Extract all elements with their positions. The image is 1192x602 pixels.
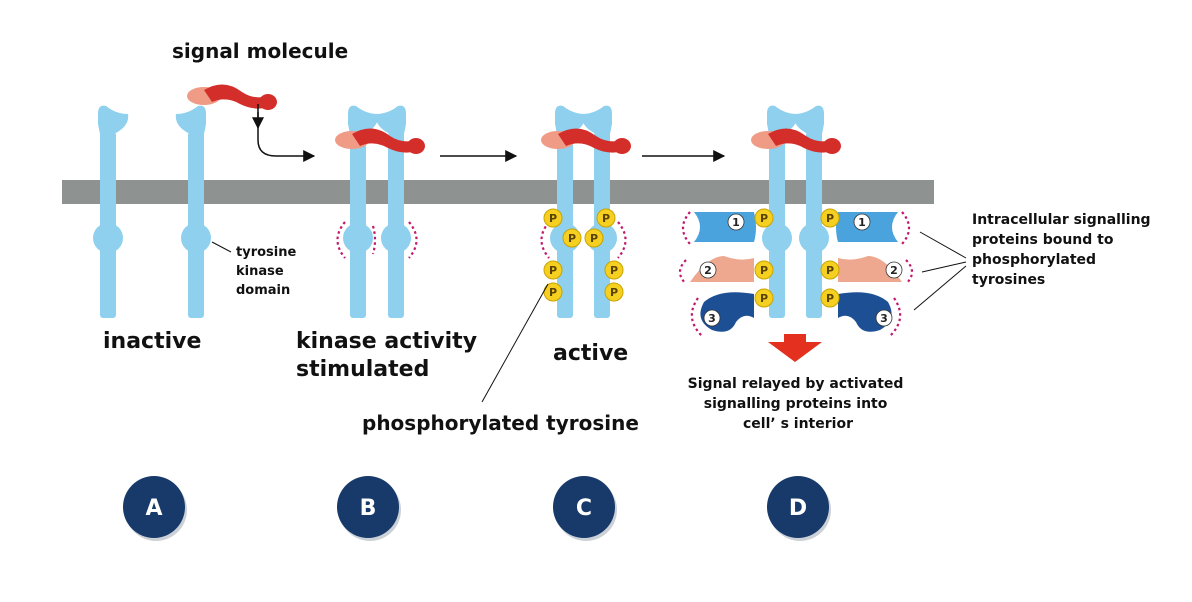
activity-halo-c-left: [540, 221, 550, 259]
svg-text:1: 1: [732, 216, 740, 229]
phosphate-d-1: P: [754, 208, 774, 228]
svg-text:1: 1: [858, 216, 866, 229]
protein-number-5: 3: [703, 309, 721, 327]
protein-number-4: 2: [885, 261, 903, 279]
phosphate-c-4: P: [584, 228, 604, 248]
intracellular-signalling-label: Intracellular signalling proteins bound …: [972, 212, 1155, 288]
signalling-protein-numbers: 1 1 2 2 3 3: [699, 213, 903, 327]
protein-number-1: 1: [727, 213, 745, 231]
svg-text:P: P: [549, 286, 557, 299]
activity-halo-d-1r: [901, 211, 911, 245]
phosphate-d-6: P: [820, 288, 840, 308]
phosphate-d-3: P: [754, 260, 774, 280]
bound-signal-molecule-b: [335, 128, 425, 154]
svg-text:A: A: [145, 496, 162, 521]
svg-text:P: P: [610, 264, 618, 277]
svg-text:3: 3: [708, 312, 716, 325]
kinase-domain-pointer: [211, 241, 232, 253]
svg-text:2: 2: [704, 264, 712, 277]
activity-halo-d-1l: [681, 211, 691, 245]
protein-number-2: 1: [853, 213, 871, 231]
svg-text:3: 3: [880, 312, 888, 325]
panel-marker-b: B: [337, 476, 401, 541]
svg-text:P: P: [760, 212, 768, 225]
phosphorylated-tyrosine-pointer: [481, 283, 549, 403]
phosphate-d-5: P: [754, 288, 774, 308]
cell-membrane: [62, 180, 934, 204]
activity-halo-d-2r: [905, 259, 914, 285]
svg-text:B: B: [360, 496, 377, 521]
phosphorylated-tyrosines-d: P P P P P P: [754, 208, 840, 308]
signal-binding-arrow: [257, 104, 316, 162]
phosphorylated-tyrosine-label: phosphorylated tyrosine: [362, 411, 639, 435]
phosphate-c-5: P: [543, 260, 563, 280]
svg-text:P: P: [590, 232, 598, 245]
svg-text:P: P: [826, 292, 834, 305]
protein-number-3: 2: [699, 261, 717, 279]
phosphate-c-1: P: [543, 208, 563, 228]
signal-relay-arrow: [768, 334, 822, 362]
protein-number-6: 3: [875, 309, 893, 327]
signal-relayed-label: Signal relayed by activated signalling p…: [688, 376, 909, 432]
svg-text:P: P: [826, 212, 834, 225]
bound-signal-molecule-c: [541, 128, 631, 154]
svg-text:P: P: [549, 264, 557, 277]
active-label: active: [553, 341, 628, 366]
activity-halo-d-3l: [690, 297, 703, 337]
phosphate-c-6: P: [604, 260, 624, 280]
protein-pointer-1: [919, 231, 967, 259]
phosphate-d-4: P: [820, 260, 840, 280]
panel-marker-c: C: [553, 476, 617, 541]
tyrosine-kinase-domain-label: tyrosine kinase domain: [236, 245, 301, 298]
activity-halo-b-mid: [371, 225, 377, 255]
signalling-protein-2-right: [838, 256, 902, 282]
svg-text:P: P: [760, 264, 768, 277]
svg-text:P: P: [826, 264, 834, 277]
panel-marker-d: D: [767, 476, 831, 541]
phosphate-c-2: P: [596, 208, 616, 228]
svg-text:P: P: [760, 292, 768, 305]
signalling-protein-1-left: [694, 212, 756, 242]
svg-text:P: P: [568, 232, 576, 245]
receptor-inactive-left: [93, 105, 129, 319]
svg-text:D: D: [789, 496, 807, 521]
svg-text:2: 2: [890, 264, 898, 277]
svg-text:P: P: [602, 212, 610, 225]
phosphate-c-3: P: [562, 228, 582, 248]
receptor-inactive-right: [175, 105, 211, 319]
phosphate-d-2: P: [820, 208, 840, 228]
signalling-protein-2-left: [690, 256, 754, 282]
svg-text:C: C: [576, 496, 592, 521]
protein-pointer-3: [913, 265, 967, 311]
protein-pointer-2: [921, 261, 967, 273]
bound-signal-molecule-d: [751, 128, 841, 154]
svg-text:P: P: [549, 212, 557, 225]
kinase-activity-label: kinase activity stimulated: [296, 329, 485, 382]
signal-molecule-label: signal molecule: [172, 39, 348, 63]
activity-halo-d-2l: [678, 259, 687, 285]
phosphate-c-8: P: [604, 282, 624, 302]
activity-halo-c-right: [617, 221, 627, 259]
panel-markers: A B C D: [123, 476, 831, 541]
panel-marker-a: A: [123, 476, 187, 541]
svg-text:P: P: [610, 286, 618, 299]
inactive-label: inactive: [103, 329, 201, 354]
